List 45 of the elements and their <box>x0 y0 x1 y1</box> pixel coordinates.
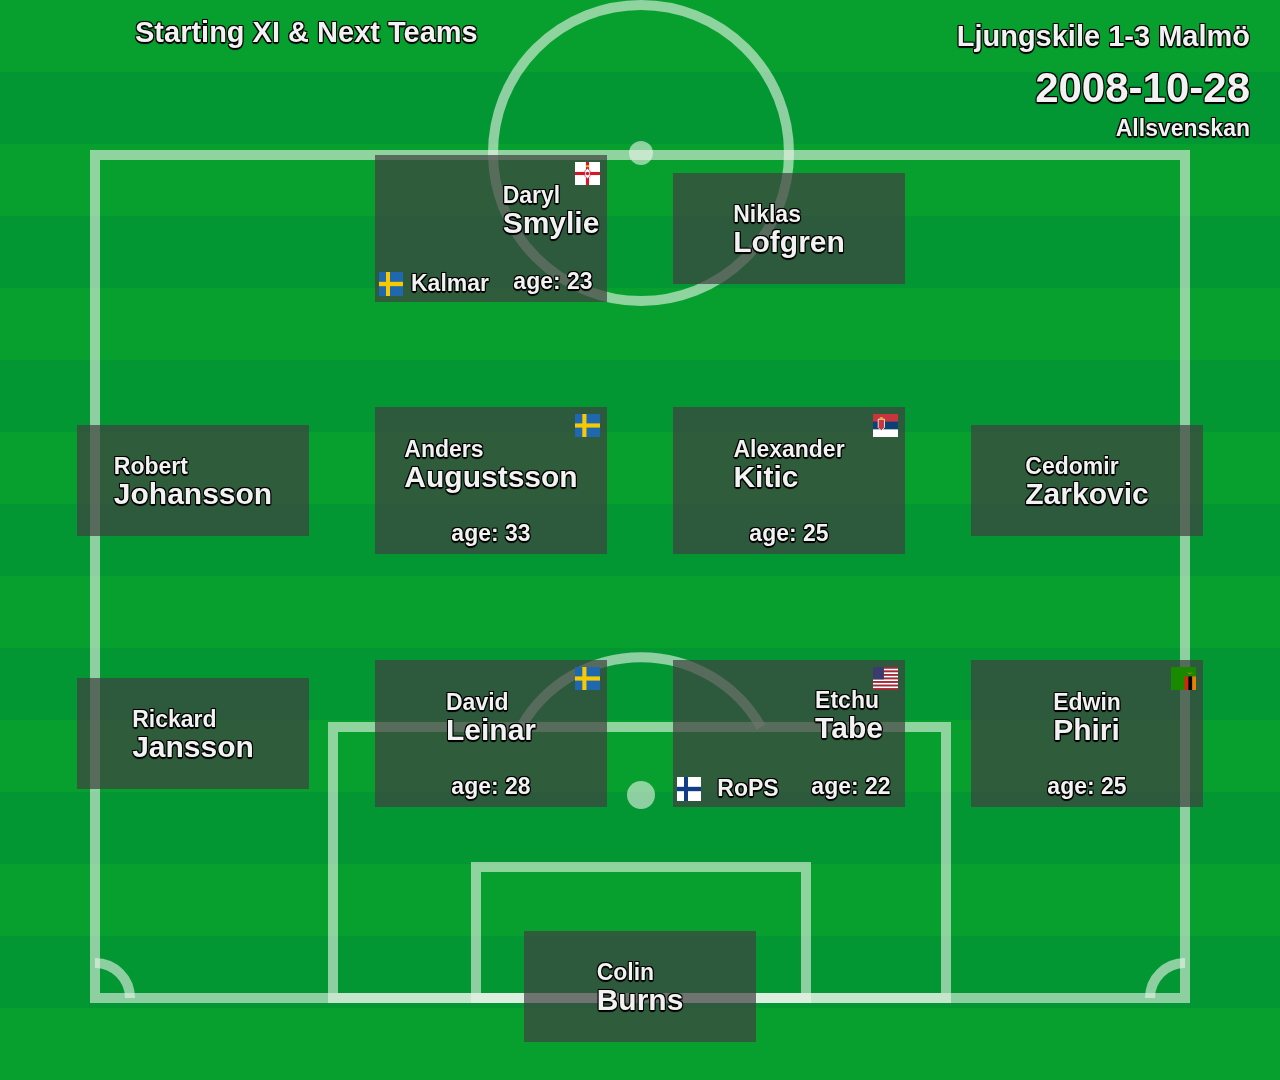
player-surname: Zarkovic <box>1025 478 1149 508</box>
player-card <box>971 425 1203 536</box>
player-first-name: Niklas <box>733 201 801 226</box>
player-age: age: 25 <box>749 520 829 546</box>
player-surname: Augustsson <box>404 462 578 492</box>
player-card <box>524 931 756 1042</box>
player-first-name: Anders <box>404 437 484 462</box>
club-name: RoPS <box>717 775 779 801</box>
player-age: age: 28 <box>451 773 531 799</box>
player-card <box>77 678 309 789</box>
player-surname: Kitic <box>733 462 799 492</box>
player-surname: Jansson <box>132 731 254 761</box>
player-first-name: David <box>446 690 509 715</box>
player-first-name: Rickard <box>132 706 217 731</box>
player-surname: Tabe <box>815 713 883 743</box>
competition-name: Allsvenskan <box>1115 115 1250 142</box>
player-first-name: Colin <box>596 959 655 984</box>
player-first-name: Edwin <box>1053 690 1121 715</box>
player-first-name: Etchu <box>815 688 879 713</box>
player-surname: Leinar <box>446 715 536 745</box>
player-age: age: 25 <box>1047 773 1127 799</box>
player-surname: Phiri <box>1053 715 1120 745</box>
player-surname: Burns <box>596 984 684 1014</box>
player-card <box>375 407 607 554</box>
club-name: Kalmar <box>411 270 489 296</box>
player-first-name: Robert <box>113 453 188 478</box>
player-first-name: Alexander <box>733 437 845 462</box>
player-card <box>673 173 905 284</box>
player-card <box>971 660 1203 807</box>
player-card <box>673 660 905 807</box>
player-card <box>673 407 905 554</box>
player-surname: Johansson <box>113 478 273 508</box>
player-age: age: 22 <box>811 773 891 799</box>
player-age: age: 33 <box>451 520 531 546</box>
player-card <box>77 425 309 536</box>
player-first-name: Daryl <box>502 183 561 208</box>
player-card <box>375 155 607 302</box>
player-surname: Smylie <box>502 208 600 238</box>
match-result: Ljungskile 1-3 Malmö <box>956 20 1250 53</box>
player-first-name: Cedomir <box>1025 453 1119 478</box>
player-age: age: 23 <box>513 268 593 294</box>
player-surname: Lofgren <box>733 226 845 256</box>
match-date: 2008-10-28 <box>1035 64 1250 112</box>
player-card <box>375 660 607 807</box>
diagram-title: Starting XI & Next Teams <box>135 16 478 49</box>
